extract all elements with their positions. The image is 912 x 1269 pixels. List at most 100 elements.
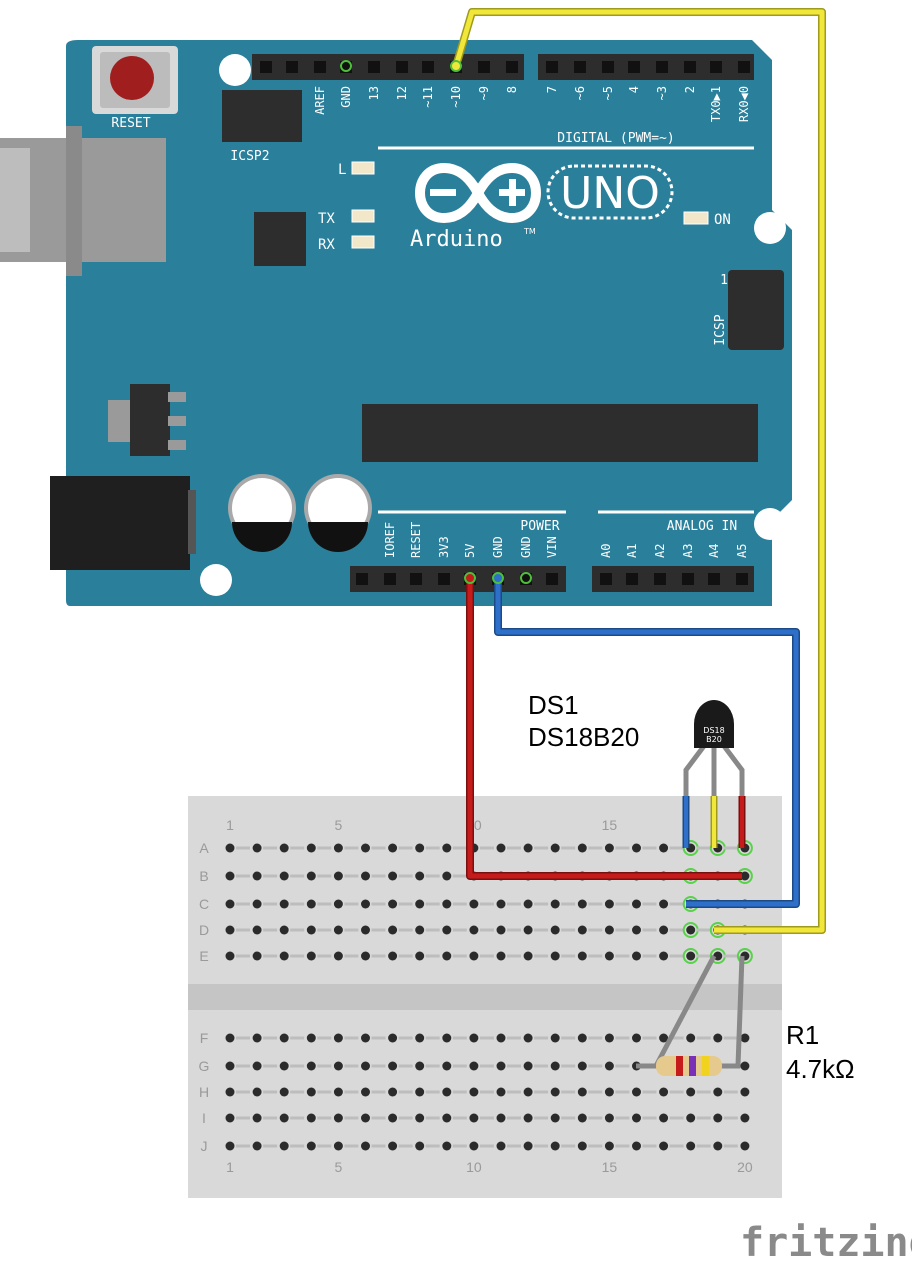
- led-on: [683, 211, 709, 225]
- breadboard-hole: [604, 925, 614, 935]
- header-pin-hole: [422, 61, 434, 73]
- hole-trace: [290, 1064, 305, 1068]
- hole-trace: [290, 954, 305, 958]
- breadboard-hole: [496, 899, 506, 909]
- hole-trace: [290, 1090, 305, 1094]
- breadboard-hole: [550, 1061, 560, 1071]
- hole-trace: [344, 1064, 359, 1068]
- hole-trace: [588, 954, 603, 958]
- hole-trace: [588, 902, 603, 906]
- hole-trace: [317, 874, 332, 878]
- header-pin-hole: [384, 573, 396, 585]
- analog-pin-label: A0: [599, 544, 613, 558]
- breadboard-hole: [415, 871, 425, 881]
- breadboard-hole: [442, 1061, 452, 1071]
- header-pin-hole: [260, 61, 272, 73]
- usb-connector: [0, 126, 166, 276]
- header-pin-hole: [602, 61, 614, 73]
- hole-trace: [588, 1064, 603, 1068]
- hole-trace: [398, 1036, 413, 1040]
- breadboard-hole: [442, 1087, 452, 1097]
- breadboard-hole: [225, 1033, 235, 1043]
- breadboard-row-label: C: [199, 896, 209, 912]
- signal-wire[interactable]: [452, 8, 826, 934]
- led-on-label: ON: [714, 212, 731, 228]
- breadboard-hole: [279, 1033, 289, 1043]
- breadboard-hole: [388, 1087, 398, 1097]
- hole-trace: [425, 954, 440, 958]
- ground-wire[interactable]: [494, 578, 800, 908]
- header-pin-hole: [708, 573, 720, 585]
- breadboard-hole: [523, 951, 533, 961]
- reset-button[interactable]: [92, 46, 178, 114]
- hole-trace: [615, 954, 630, 958]
- breadboard-hole: [225, 1113, 235, 1123]
- hole-trace: [642, 1090, 657, 1094]
- hole-trace: [561, 1144, 576, 1148]
- hole-trace: [236, 846, 250, 850]
- hole-trace: [317, 954, 332, 958]
- breadboard-hole: [361, 899, 370, 909]
- resistor-r1[interactable]: [636, 954, 745, 1076]
- analog-header: [592, 566, 754, 592]
- hole-trace: [615, 902, 630, 906]
- hole-trace: [561, 1036, 576, 1040]
- hole-trace: [723, 846, 738, 850]
- digital-pin-label: ~3: [655, 86, 669, 100]
- arduino-uno-board: RESET ICSP2: [0, 40, 792, 606]
- hole-trace: [263, 1144, 278, 1148]
- power-pin-label: VIN: [545, 536, 559, 558]
- breadboard-hole: [604, 1113, 614, 1123]
- arduino-infinity-logo: [415, 162, 541, 224]
- hole-trace: [561, 846, 576, 850]
- hole-trace: [642, 1116, 657, 1120]
- breadboard-hole: [252, 1141, 262, 1151]
- hole-trace: [452, 846, 467, 850]
- hole-trace: [669, 1144, 684, 1148]
- breadboard-hole: [415, 925, 425, 935]
- breadboard-hole: [550, 843, 560, 853]
- breadboard-hole: [550, 925, 560, 935]
- breadboard-column-label: 20: [737, 1159, 753, 1175]
- breadboard-hole: [550, 899, 560, 909]
- breadboard-hole: [306, 951, 316, 961]
- digital-pin-label: 8: [505, 86, 519, 93]
- breadboard-hole: [225, 899, 235, 909]
- mounting-hole: [219, 54, 251, 86]
- breadboard-hole: [659, 843, 669, 853]
- breadboard-hole: [415, 1141, 425, 1151]
- breadboard-hole: [252, 1087, 262, 1097]
- breadboard-hole: [469, 1033, 479, 1043]
- breadboard-hole: [306, 1141, 316, 1151]
- header-pin-hole: [574, 61, 586, 73]
- ds18b20-sensor[interactable]: DS18 B20: [682, 700, 746, 848]
- breadboard-hole: [333, 1033, 343, 1043]
- hole-trace: [588, 846, 603, 850]
- hole-trace: [642, 846, 657, 850]
- breadboard-hole: [686, 951, 696, 961]
- digital-pin-label: 12: [395, 86, 409, 100]
- hole-trace: [371, 1090, 386, 1094]
- breadboard-row-label: E: [199, 948, 208, 964]
- breadboard-hole: [577, 925, 587, 935]
- hole-trace: [561, 1090, 576, 1094]
- breadboard-hole: [523, 843, 533, 853]
- hole-trace: [290, 1036, 305, 1040]
- hole-trace: [534, 1116, 549, 1120]
- hole-trace: [534, 1090, 549, 1094]
- led-rx-label: RX: [318, 237, 335, 253]
- breadboard-hole: [523, 1087, 533, 1097]
- breadboard-hole: [388, 899, 398, 909]
- breadboard-hole: [306, 1033, 316, 1043]
- breadboard-column-label: 1: [226, 817, 234, 833]
- hole-trace: [534, 1036, 549, 1040]
- hole-trace: [344, 874, 359, 878]
- hole-trace: [263, 928, 278, 932]
- power-wire-5v[interactable]: [466, 578, 742, 880]
- hole-trace: [425, 1116, 440, 1120]
- hole-trace: [290, 1116, 305, 1120]
- breadboard-hole: [279, 843, 289, 853]
- hole-trace: [642, 1144, 657, 1148]
